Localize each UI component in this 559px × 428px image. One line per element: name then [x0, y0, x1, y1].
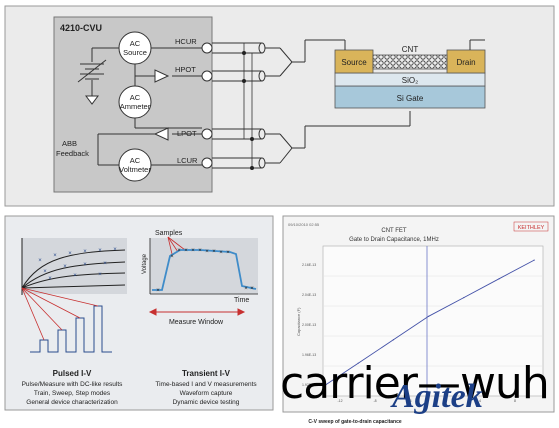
- svg-text:×: ×: [205, 249, 209, 255]
- terminal-hcur: HCUR: [175, 37, 197, 46]
- svg-text:×: ×: [103, 261, 107, 267]
- pulsed-title: Pulsed I-V: [53, 369, 92, 378]
- internal-wiring: [97, 47, 202, 166]
- oxide-label: SiO₂: [402, 76, 418, 85]
- svg-text:×: ×: [73, 273, 77, 279]
- xtick-1: -12: [337, 399, 342, 403]
- plot-title-2: Gate to Drain Capacitance, 1MHz: [349, 237, 439, 243]
- xtick-5: 4: [479, 399, 481, 403]
- instrument-title: 4210-CVU: [60, 23, 102, 33]
- ytick-1: 2.16E-13: [302, 263, 316, 267]
- voltage-axis-label: Voltage: [142, 253, 148, 274]
- xtick-6: 8: [514, 399, 516, 403]
- terminal-lpot: LPOT: [177, 129, 197, 138]
- capacitance-line: [322, 259, 535, 387]
- plot-title-1: CNT FET: [381, 228, 407, 234]
- svg-text:×: ×: [43, 269, 47, 275]
- pulsed-curves: [21, 238, 126, 295]
- samples-arrows: [167, 236, 186, 255]
- svg-text:×: ×: [38, 258, 42, 264]
- svg-text:×: ×: [156, 288, 160, 294]
- transient-line-1: Time-based I and V measurements: [155, 381, 257, 388]
- ac-voltmeter-label-1: AC: [130, 156, 141, 165]
- abb-feedback-label-2: Feedback: [56, 149, 89, 158]
- svg-text:×: ×: [250, 286, 254, 292]
- cnt-label: CNT: [402, 45, 419, 54]
- pulsed-line-3: General device characterization: [26, 399, 118, 406]
- xtick-4: 0: [444, 399, 446, 403]
- terminal-hpot: HPOT: [175, 65, 196, 74]
- plot-frame: [322, 245, 544, 397]
- right-header: 09/10/2010 02:55: [288, 222, 320, 227]
- svg-text:×: ×: [191, 248, 195, 254]
- xtick-2: -8: [373, 399, 376, 403]
- abb-feedback-label-1: ABB: [62, 139, 77, 148]
- svg-text:×: ×: [212, 249, 216, 255]
- svg-text:×: ×: [113, 247, 117, 253]
- transient-line-3: Dynamic device testing: [173, 399, 240, 406]
- pulse-connectors: [21, 287, 99, 341]
- samples-label: Samples: [155, 230, 183, 237]
- transient-waveform: [152, 249, 257, 291]
- ytick-2: 2.04E-13: [302, 293, 316, 297]
- svg-text:×: ×: [198, 248, 202, 254]
- svg-text:×: ×: [63, 264, 67, 270]
- measure-window-label: Measure Window: [169, 319, 224, 326]
- keithley-label: KEITHLEY: [518, 225, 545, 231]
- transient-title: Transient I-V: [182, 369, 231, 378]
- watermark-text: carrier—wuh: [280, 358, 550, 409]
- junction-dots: [242, 51, 254, 170]
- ytick-3: 2.00E-13: [302, 323, 316, 327]
- device-oxide: [334, 72, 486, 87]
- ac-ammeter-label-2: Ammeter: [120, 102, 151, 111]
- time-axis-label: Time: [234, 297, 249, 304]
- ac-voltmeter-label-2: Voltmeter: [119, 165, 151, 174]
- terminal-connectors: [201, 42, 213, 169]
- transient-axes: [149, 238, 258, 295]
- device-cnt: [372, 54, 448, 70]
- ac-source-label-2: Source: [123, 48, 147, 57]
- source-label: Source: [341, 58, 367, 67]
- plot-area: Capacitance (F) 2.16E-13 2.04E-13 2.00E-…: [296, 245, 544, 403]
- pulsed-markers: ×××××× ×××× ×××: [38, 247, 117, 282]
- pulsed-line-1: Pulse/Measure with DC-like results: [22, 381, 124, 388]
- xtick-3: -4: [408, 399, 411, 403]
- svg-text:×: ×: [53, 253, 57, 259]
- drain-label: Drain: [456, 58, 475, 67]
- terminal-lcur: LCUR: [177, 156, 198, 165]
- svg-text:×: ×: [83, 262, 87, 268]
- agitek-logo: Agitek: [392, 378, 483, 415]
- svg-text:×: ×: [244, 286, 248, 292]
- keithley-badge: [513, 221, 549, 232]
- plot-caption: C-V sweep of gate-to-drain capacitance: [308, 419, 402, 425]
- ytick-5: 1.92E-13: [302, 383, 316, 387]
- svg-text:×: ×: [184, 248, 188, 254]
- gate-label: Si Gate: [397, 94, 424, 103]
- pulse-train: [30, 305, 112, 353]
- transient-line-2: Waveform capture: [180, 390, 233, 397]
- ytick-4: 1.96E-13: [302, 353, 316, 357]
- pulsed-line-2: Train, Sweep, Step modes: [34, 390, 111, 397]
- dc-source-symbol: [77, 47, 119, 105]
- svg-text:×: ×: [98, 272, 102, 278]
- svg-text:×: ×: [226, 250, 230, 256]
- coax-cables: [212, 39, 411, 169]
- ac-ammeter-label-1: AC: [130, 93, 141, 102]
- svg-text:×: ×: [219, 250, 223, 256]
- svg-text:×: ×: [177, 248, 181, 254]
- svg-text:×: ×: [98, 248, 102, 254]
- measure-window-arrow: [148, 308, 246, 316]
- terminal-labels: HCUR HPOT LPOT LCUR: [175, 37, 198, 165]
- ac-source-label-1: AC: [130, 39, 141, 48]
- svg-text:×: ×: [68, 251, 72, 257]
- transient-markers: ×××××× ××××××: [156, 248, 254, 294]
- plot-ylabel: Capacitance (F): [296, 307, 301, 336]
- svg-text:×: ×: [170, 254, 174, 260]
- plot-grid: [323, 275, 543, 367]
- svg-text:×: ×: [83, 249, 87, 255]
- svg-text:×: ×: [48, 276, 52, 282]
